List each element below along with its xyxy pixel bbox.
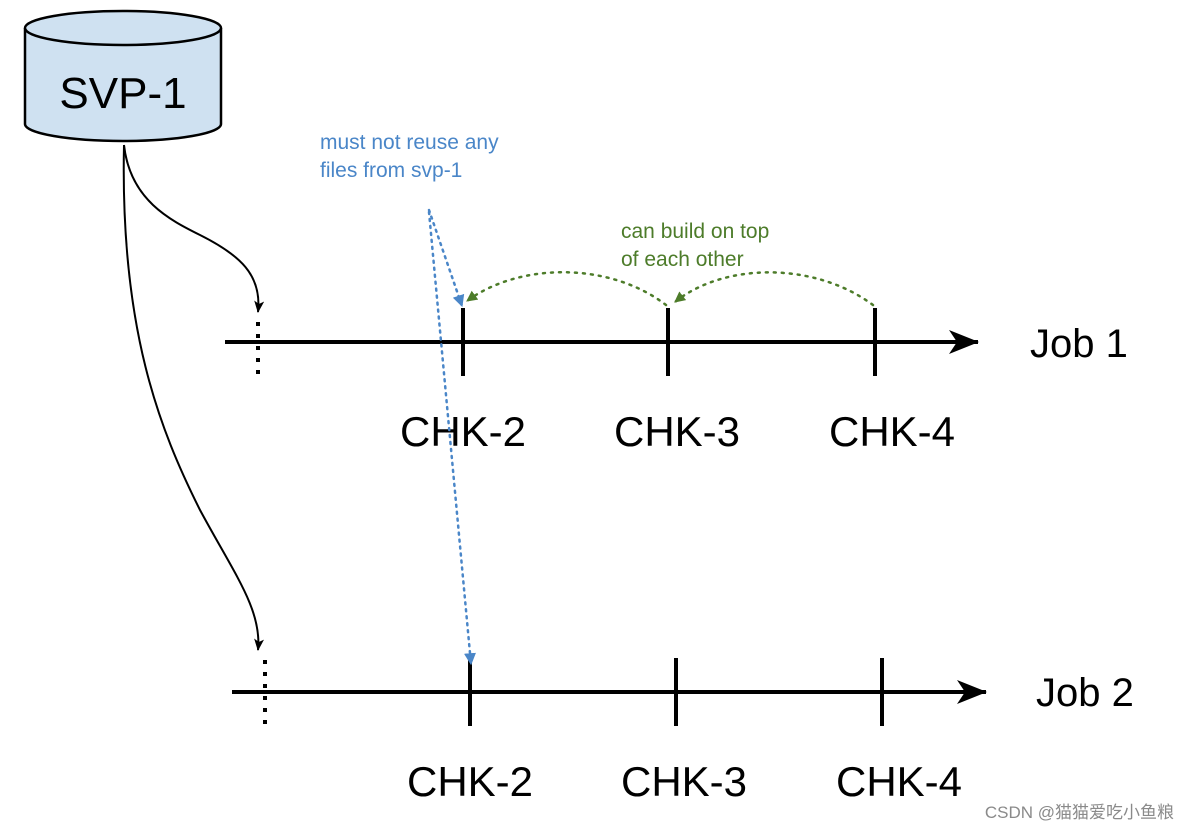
- job-2-label: Job 2: [1036, 671, 1134, 715]
- job-1-label-chk-2: CHK-2: [400, 408, 526, 455]
- reuse-note-line-1: must not reuse any: [320, 131, 499, 154]
- build-note-line-2: of each other: [621, 248, 744, 271]
- build-arrow-chk-4-to-chk-3: [673, 271, 875, 307]
- watermark: CSDN @猫猫爱吃小鱼粮: [985, 803, 1174, 822]
- job-1-label-chk-3: CHK-3: [614, 408, 740, 455]
- reuse-constraint: must not reuse any files from svp-1: [320, 131, 499, 666]
- svp-1-storage: SVP-1: [23, 9, 223, 143]
- job-2-label-chk-2: CHK-2: [407, 758, 533, 805]
- cylinder-top: [23, 9, 223, 47]
- build-note-line-1: can build on top: [621, 220, 769, 243]
- reuse-arrow-to-job-1: [427, 208, 465, 308]
- connector-to-job-2: [122, 144, 265, 651]
- job-2-timeline: CHK-2 CHK-3 CHK-4 Job 2: [232, 658, 1134, 805]
- build-on-top-relation: can build on top of each other: [465, 220, 875, 307]
- job-1-label-chk-4: CHK-4: [829, 408, 955, 455]
- storage-label: SVP-1: [59, 69, 186, 118]
- connector-to-job-1: [123, 144, 265, 313]
- job-1-label: Job 1: [1030, 322, 1128, 366]
- job-2-label-chk-3: CHK-3: [621, 758, 747, 805]
- reuse-arrow-to-job-2: [427, 210, 476, 666]
- job-2-label-chk-4: CHK-4: [836, 758, 962, 805]
- build-arrow-chk-3-to-chk-2: [465, 271, 668, 307]
- reuse-note-line-2: files from svp-1: [320, 159, 462, 182]
- cylinder-body: [23, 28, 223, 143]
- job-1-timeline: CHK-2 CHK-3 CHK-4 Job 1: [225, 308, 1128, 455]
